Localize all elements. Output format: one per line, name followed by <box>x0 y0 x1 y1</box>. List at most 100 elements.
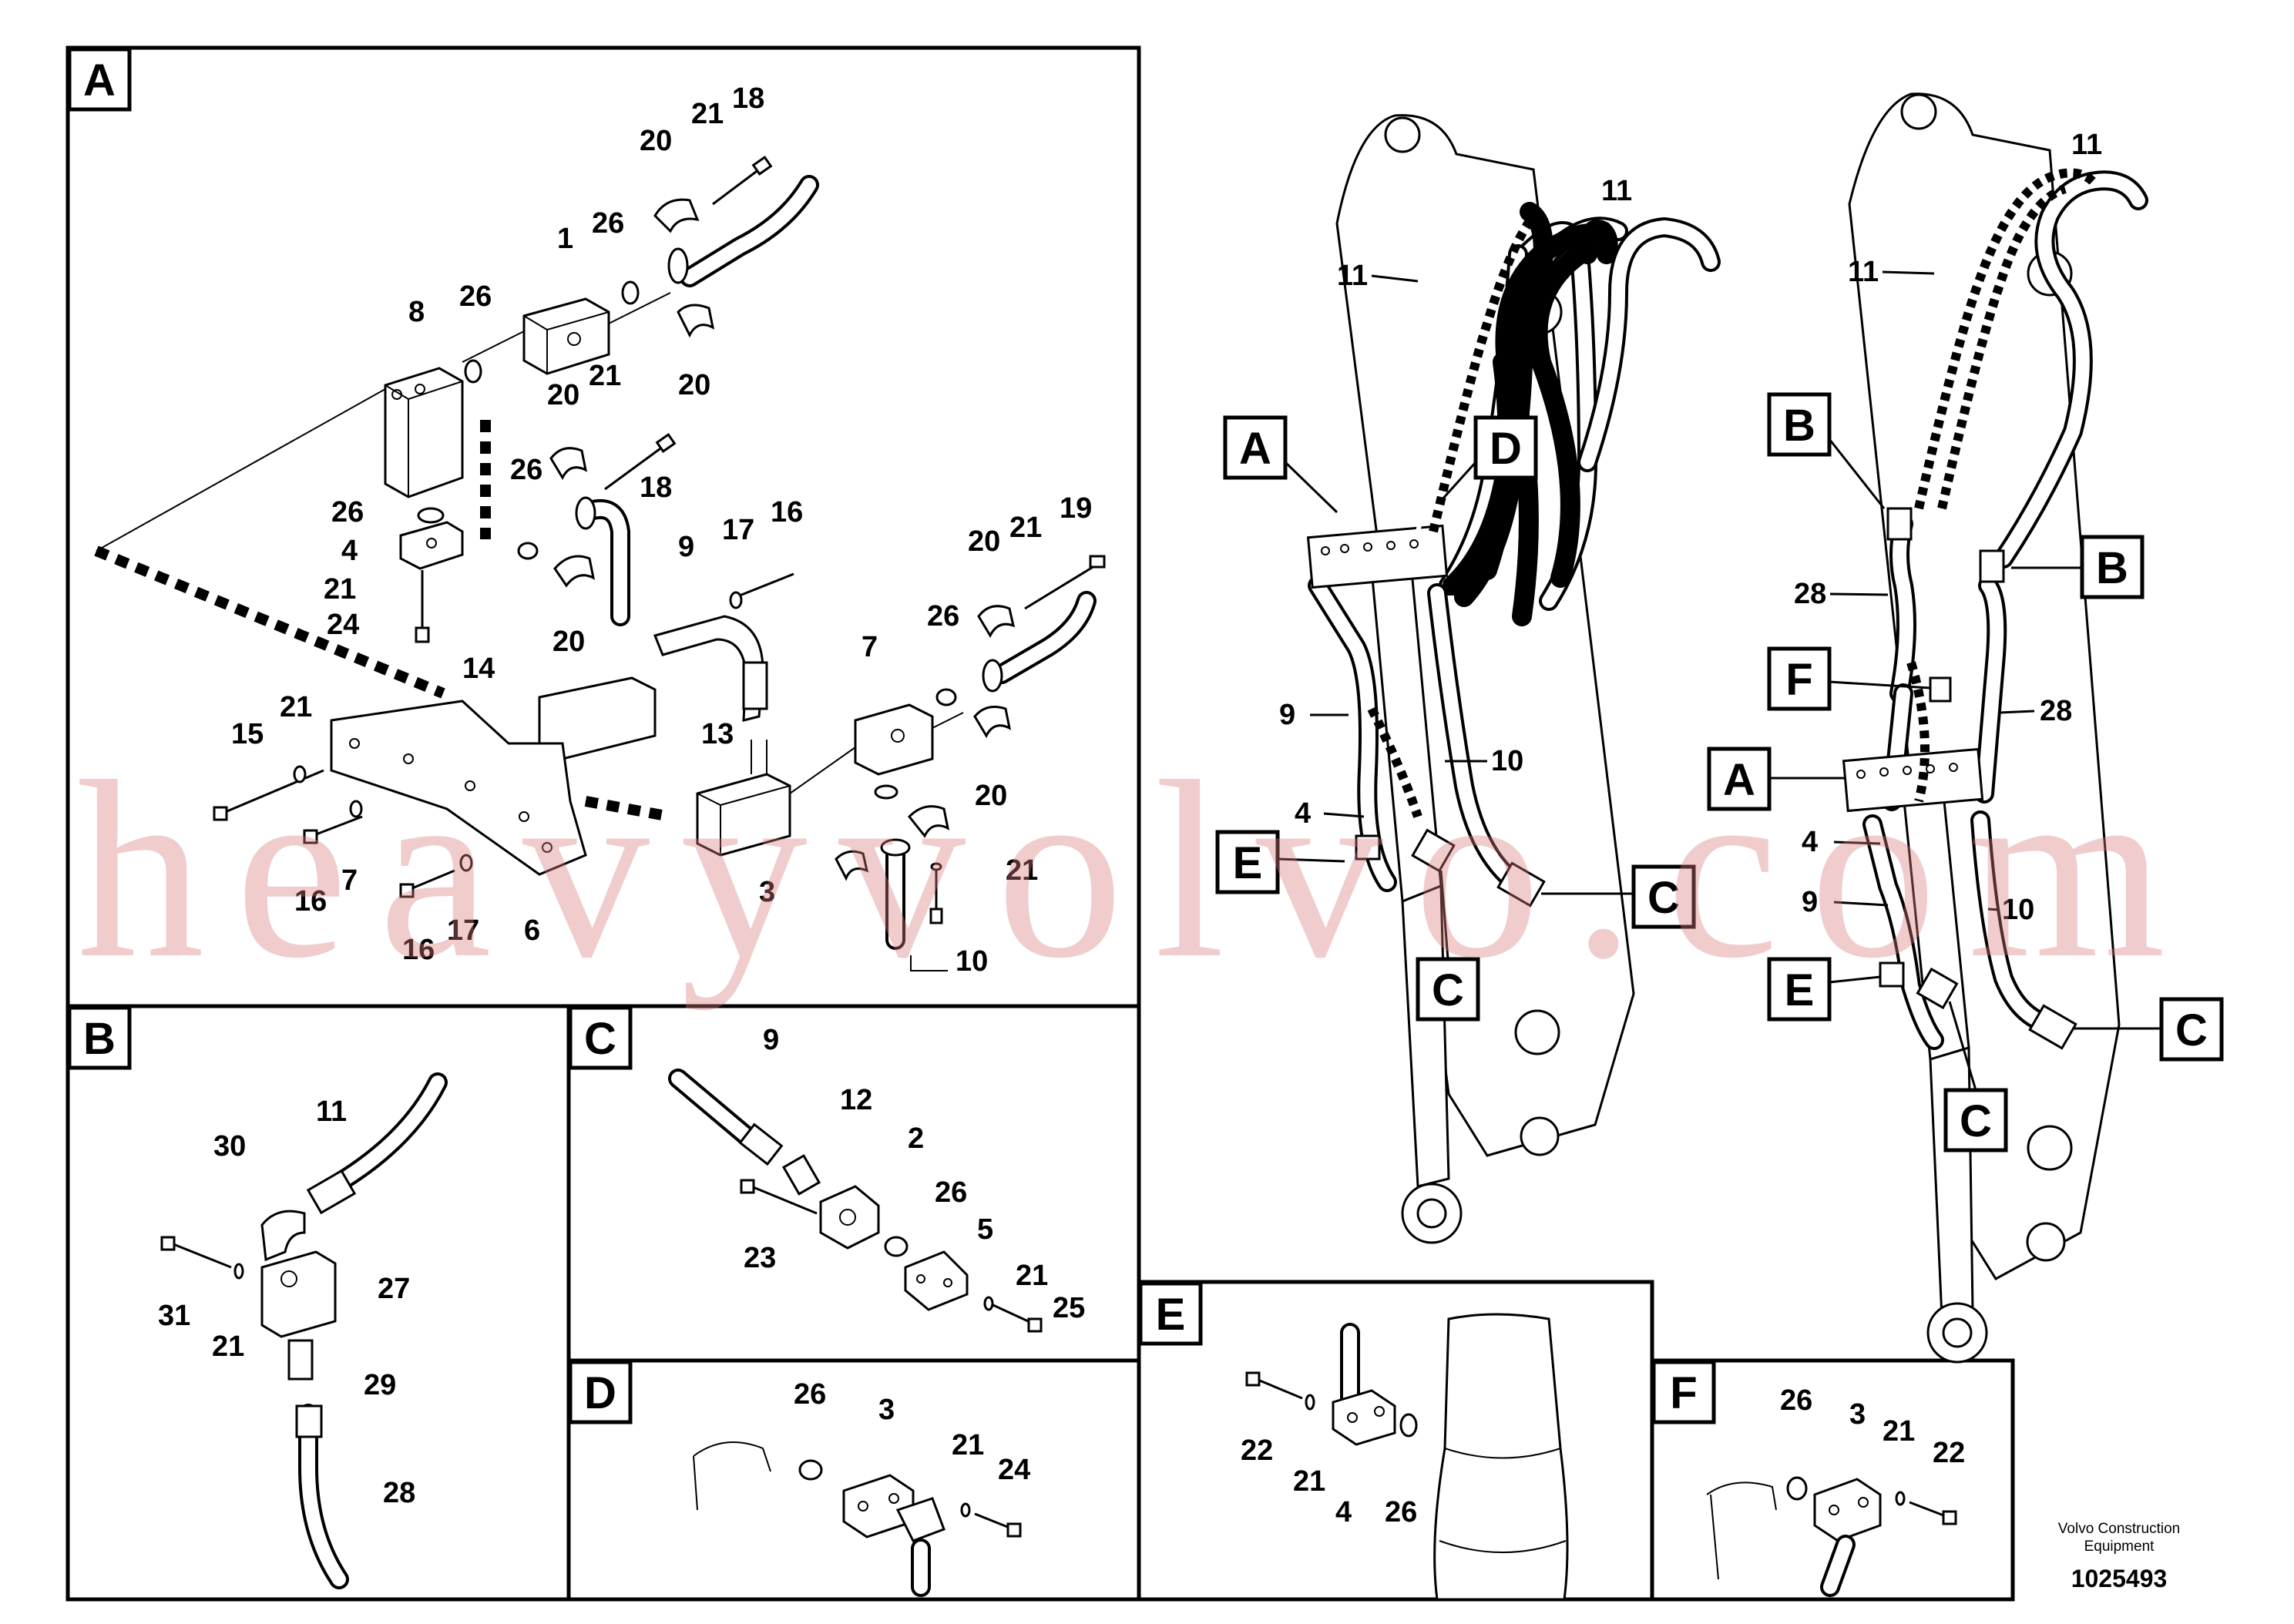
callout-bl-9: 9 <box>1279 699 1295 731</box>
callout-20c: 20 <box>547 379 579 411</box>
callout-b-21: 21 <box>212 1330 244 1363</box>
badge-bl-c2: C <box>1432 965 1464 1015</box>
callout-b-29: 29 <box>364 1369 396 1401</box>
callout-d-26: 26 <box>794 1378 826 1411</box>
callout-br-28a: 28 <box>1794 578 1826 610</box>
callout-21b: 21 <box>589 360 621 392</box>
callout-18b: 18 <box>640 471 672 504</box>
boom-right-callouts: 11 11 28 28 4 9 10 <box>1794 129 2102 926</box>
callout-20a: 20 <box>640 125 672 157</box>
dashed-line-a1 <box>94 545 445 699</box>
panel-label-b: B <box>83 1014 116 1064</box>
badge-br-e: E <box>1785 965 1815 1015</box>
boom-left-badges: A D E C C <box>1215 415 1696 1022</box>
badge-br-c2: C <box>1960 1096 1992 1146</box>
callout-26e: 26 <box>927 600 959 632</box>
callout-21a: 21 <box>691 98 724 130</box>
callout-e-22: 22 <box>1241 1434 1273 1467</box>
callout-16b: 16 <box>294 885 327 918</box>
panel-b-callouts: 11 30 27 29 28 31 21 <box>158 1096 415 1509</box>
callout-f-3: 3 <box>1849 1398 1866 1431</box>
callout-br-11b: 11 <box>1848 256 1879 288</box>
boom-right-drawing <box>1842 92 2148 1364</box>
callout-4: 4 <box>341 535 358 567</box>
callout-21e: 21 <box>280 691 312 723</box>
callout-f-22: 22 <box>1933 1437 1965 1469</box>
callout-21c: 21 <box>324 573 356 606</box>
callout-17a: 17 <box>722 514 754 546</box>
callout-26c: 26 <box>331 496 364 528</box>
panel-label-e: E <box>1156 1290 1186 1340</box>
callout-14: 14 <box>462 653 495 685</box>
callout-20f: 20 <box>975 780 1007 812</box>
watermark: heavyvolvo.com <box>77 730 2196 1011</box>
panel-label-f: F <box>1670 1368 1697 1418</box>
panel-f-frame <box>1650 1358 2015 1602</box>
block-4 <box>399 521 464 570</box>
callout-d-24: 24 <box>998 1454 1030 1486</box>
boom-left-body <box>1335 114 1635 1157</box>
brand-line-1: Volvo Construction <box>2058 1521 2180 1537</box>
callout-c-21: 21 <box>1016 1260 1048 1292</box>
panel-a-callouts: 1 3 4 6 7 7 8 9 10 13 14 15 16 16 16 17 … <box>231 82 1092 978</box>
panel-c-callouts: 9 12 2 26 5 21 25 23 <box>744 1024 1085 1324</box>
panel-d-drawing <box>693 1441 1022 1597</box>
panel-d-frame <box>566 1358 1141 1602</box>
clamp-13 <box>653 615 764 722</box>
callout-26a: 26 <box>592 207 624 240</box>
callout-21f: 21 <box>1006 854 1038 887</box>
callout-e-21: 21 <box>1293 1465 1325 1498</box>
callout-18a: 18 <box>732 82 764 115</box>
callout-b-28: 28 <box>383 1477 415 1509</box>
callout-f-21: 21 <box>1883 1415 1915 1448</box>
callout-c-12: 12 <box>840 1084 872 1116</box>
callout-17b: 17 <box>447 914 479 947</box>
badge-bl-e: E <box>1233 838 1263 888</box>
callout-13: 13 <box>701 718 734 750</box>
panel-label-a: A <box>83 55 116 106</box>
callout-6: 6 <box>524 914 540 947</box>
callout-b-27: 27 <box>378 1273 410 1305</box>
callout-bl-11b: 11 <box>1337 260 1368 292</box>
badge-br-c1: C <box>2175 1005 2208 1055</box>
callout-19: 19 <box>1060 492 1092 525</box>
panel-label-c: C <box>584 1014 616 1064</box>
callout-bl-4: 4 <box>1295 797 1311 830</box>
panel-b-drawing <box>160 1072 448 1589</box>
callout-br-4: 4 <box>1802 826 1818 858</box>
callout-d-21: 21 <box>952 1429 984 1461</box>
callout-br-10: 10 <box>2002 894 2034 926</box>
panel-f-drawing <box>1706 1476 1957 1597</box>
callout-8: 8 <box>408 296 425 328</box>
callout-16c: 16 <box>402 934 435 966</box>
callout-24: 24 <box>327 609 359 641</box>
callout-c-25: 25 <box>1053 1292 1085 1324</box>
callout-b-30: 30 <box>213 1130 246 1163</box>
badge-bl-d: D <box>1490 424 1522 474</box>
callout-7b: 7 <box>341 864 358 897</box>
callout-d-3: 3 <box>878 1394 895 1426</box>
callout-16a: 16 <box>771 496 803 528</box>
callout-20b: 20 <box>678 369 710 401</box>
panel-d-callouts: 26 3 21 24 <box>794 1378 1030 1486</box>
panel-f-callouts: 26 3 21 22 <box>1780 1384 1965 1469</box>
boom-right-dashed <box>1906 168 2100 803</box>
callout-21d: 21 <box>1009 512 1042 544</box>
panel-e-callouts: 22 21 4 26 <box>1241 1434 1417 1528</box>
panel-label-d: D <box>584 1368 616 1418</box>
callout-1: 1 <box>557 223 573 255</box>
badge-br-f: F <box>1785 655 1812 705</box>
callout-c-26: 26 <box>935 1176 967 1209</box>
callout-10: 10 <box>956 945 988 978</box>
callout-bl-11a: 11 <box>1601 175 1632 207</box>
panel-c-drawing <box>668 1069 1043 1333</box>
callout-f-26: 26 <box>1780 1384 1812 1417</box>
boom-right-badges: B B F A E C C <box>1707 392 2224 1153</box>
callout-bl-10: 10 <box>1491 745 1523 777</box>
callout-c-23: 23 <box>744 1242 776 1274</box>
callout-15: 15 <box>231 718 264 750</box>
block-8 <box>384 367 464 498</box>
document-number: 1025493 <box>2071 1565 2168 1592</box>
callout-26b: 26 <box>459 280 492 313</box>
callout-3: 3 <box>759 876 775 908</box>
